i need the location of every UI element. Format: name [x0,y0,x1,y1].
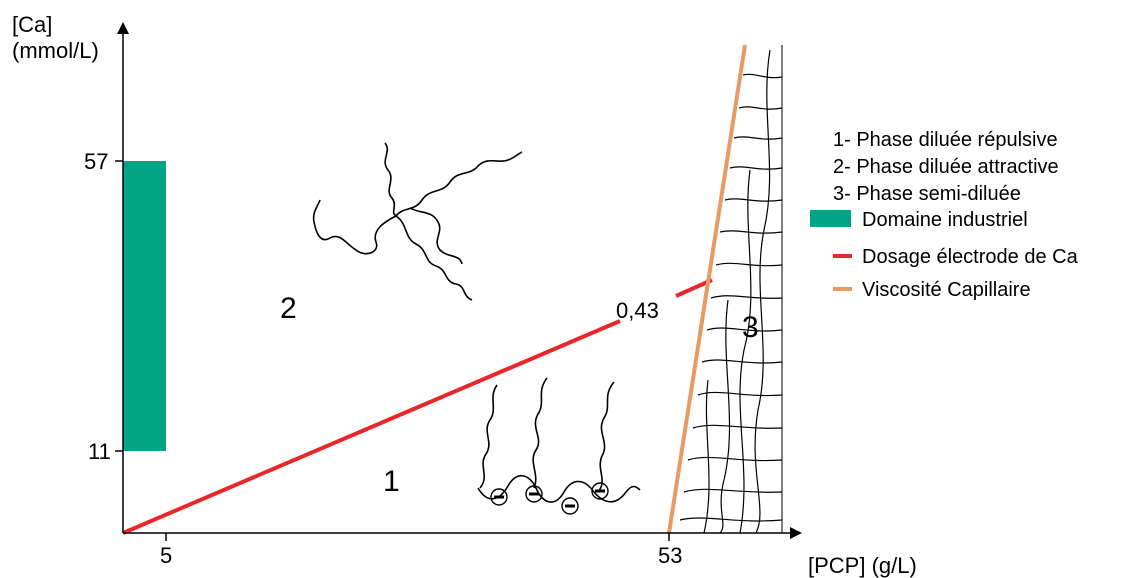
attractive-chains-drawing [312,142,523,301]
legend-item-viscosity: Viscosité Capillaire [862,279,1031,301]
x-tick-label-5: 5 [160,543,172,568]
legend: 1- Phase diluée répulsive 2- Phase dilué… [810,129,1079,301]
x-tick-label-53: 53 [658,543,682,568]
legend-swatch-industrial [810,210,851,227]
y-tick-label-11: 11 [88,439,111,464]
industrial-domain-rect [123,161,166,451]
legend-item-attractive: 2- Phase diluée attractive [833,156,1059,178]
region-label-3: 3 [742,311,759,344]
legend-item-industrial: Domaine industriel [862,209,1028,231]
slope-annotation: 0,43 [616,298,659,323]
x-axis-title: [PCP] (g/L) [808,553,917,578]
legend-item-semi-dilute: 3- Phase semi-diluée [833,183,1021,205]
legend-item-calcium: Dosage électrode de Ca [862,246,1079,268]
negative-charge-icons [490,482,609,515]
y-tick-label-57: 57 [84,149,108,174]
region-label-1: 1 [383,465,400,498]
y-axis-title-line1: [Ca] [12,12,52,37]
legend-item-repulsive: 1- Phase diluée répulsive [833,129,1058,151]
y-axis-title-line2: (mmol/L) [12,38,99,63]
region-label-2: 2 [280,292,297,325]
semi-dilute-mesh [679,45,783,534]
repulsive-chains-drawing [477,377,641,503]
capillary-viscosity-line [667,44,747,534]
calcium-electrode-line [122,319,621,535]
